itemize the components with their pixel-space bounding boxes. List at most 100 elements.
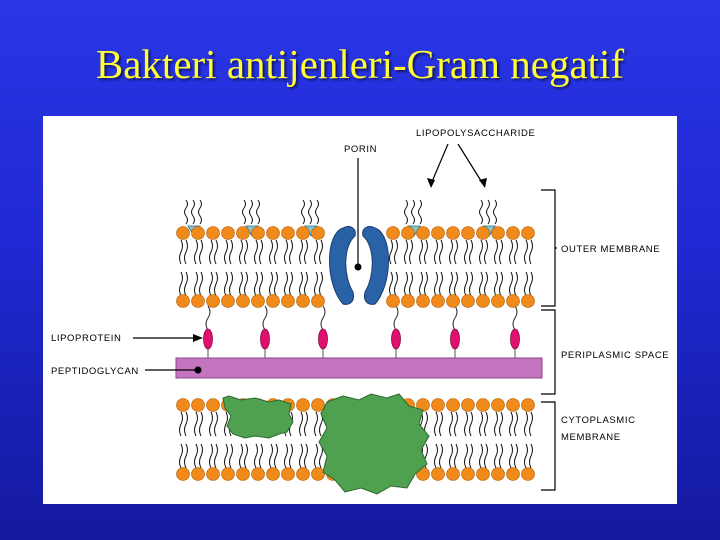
cytoplasmic-membrane-tail-lower — [314, 443, 323, 469]
outer-membrane-bracket — [541, 189, 556, 307]
cytoplasmic-membrane-tail-lower — [209, 443, 218, 469]
outer-membrane-head-upper — [191, 226, 205, 240]
outer-membrane-tail-lower — [494, 271, 503, 297]
outer-membrane-tail-upper — [299, 239, 308, 265]
cytoplasmic-membrane-head-upper — [431, 398, 445, 412]
outer-membrane-head-upper — [461, 226, 475, 240]
outer-membrane-head-upper — [476, 226, 490, 240]
outer-membrane-tail-lower — [419, 271, 428, 297]
outer-membrane-tail-lower — [254, 271, 263, 297]
outer-membrane-lipid-tails — [179, 239, 533, 297]
outer-membrane-tail-lower — [314, 271, 323, 297]
cytoplasmic-membrane-head-lower — [506, 467, 520, 481]
lps-arrowhead-right — [479, 178, 487, 188]
lps-o-antigen-chain — [184, 199, 188, 225]
cytoplasmic-membrane-head-lower — [311, 467, 325, 481]
cytoplasmic-membrane-head-lower — [296, 467, 310, 481]
outer-membrane-head-upper — [296, 226, 310, 240]
outer-membrane-head-lower — [221, 294, 235, 308]
cytoplasmic-membrane-head-upper — [506, 398, 520, 412]
outer-membrane-tail-lower — [464, 271, 473, 297]
outer-membrane-tail-upper — [464, 239, 473, 265]
label-peptidoglycan: PEPTIDOGLYCAN — [51, 366, 139, 377]
lps-o-antigen-chain — [256, 199, 260, 225]
cytoplasmic-membrane-head-lower — [476, 467, 490, 481]
outer-membrane-tail-upper — [494, 239, 503, 265]
outer-membrane-head-lower — [446, 294, 460, 308]
cytoplasmic-membrane-tail-lower — [509, 443, 518, 469]
outer-membrane-head-lower — [431, 294, 445, 308]
cytoplasmic-membrane-tail-lower — [434, 443, 443, 469]
cytoplasmic-membrane-tail-lower — [524, 443, 533, 469]
cytoplasmic-membrane-head-lower — [236, 467, 250, 481]
outer-membrane-head-upper — [176, 226, 190, 240]
label-periplasmic-space: PERIPLASMIC SPACE — [561, 350, 669, 361]
cytoplasmic-membrane-tail-lower — [299, 443, 308, 469]
periplasmic-space-bracket — [541, 309, 556, 395]
label-outer-membrane: OUTER MEMBRANE — [561, 244, 660, 255]
outer-membrane-tail-lower — [269, 271, 278, 297]
lps-o-antigen-chain — [486, 199, 490, 225]
lps-o-antigen-chain — [308, 199, 312, 225]
outer-membrane-head-upper — [521, 226, 535, 240]
outer-membrane-tail-upper — [479, 239, 488, 265]
outer-membrane-tail-upper — [449, 239, 458, 265]
outer-membrane-tail-lower — [194, 271, 203, 297]
cytoplasmic-membrane-head-upper — [191, 398, 205, 412]
outer-membrane-head-lower — [251, 294, 265, 308]
cytoplasmic-membrane-head-upper — [461, 398, 475, 412]
membrane-protein-small — [222, 395, 294, 439]
outer-membrane-tail-lower — [209, 271, 218, 297]
outer-membrane-tail-upper — [254, 239, 263, 265]
outer-membrane-head-lower — [191, 294, 205, 308]
cytoplasmic-membrane-tail-upper — [434, 411, 443, 437]
lps-o-antigen-chain — [249, 199, 253, 225]
lipoprotein-body — [450, 328, 460, 350]
outer-membrane-head-upper — [281, 226, 295, 240]
outer-membrane-tail-upper — [269, 239, 278, 265]
outer-membrane-head-lower — [401, 294, 415, 308]
lps-o-antigen-chain — [418, 199, 422, 225]
outer-membrane-tail-upper — [194, 239, 203, 265]
label-porin: PORIN — [344, 144, 377, 155]
lps-pointer-right — [457, 143, 484, 185]
cytoplasmic-membrane-tail-upper — [509, 411, 518, 437]
cytoplasmic-membrane-head-upper — [176, 398, 190, 412]
label-cytoplasmic-membrane-line2: MEMBRANE — [561, 432, 621, 443]
cytoplasmic-membrane-head-lower — [431, 467, 445, 481]
outer-membrane-head-upper — [311, 226, 325, 240]
outer-membrane-tail-lower — [404, 271, 413, 297]
outer-membrane-head-upper — [221, 226, 235, 240]
outer-membrane-head-lower — [491, 294, 505, 308]
outer-membrane-head-lower — [236, 294, 250, 308]
cytoplasmic-membrane-tail-upper — [464, 411, 473, 437]
outer-membrane-tail-upper — [239, 239, 248, 265]
lipoprotein-arrowhead — [193, 334, 203, 342]
lipoprotein-anchor — [512, 305, 518, 331]
outer-membrane-head-upper — [236, 226, 250, 240]
cytoplasmic-membrane-head-lower — [251, 467, 265, 481]
cytoplasmic-membrane-tail-lower — [194, 443, 203, 469]
outer-membrane-head-upper — [506, 226, 520, 240]
cytoplasmic-membrane-tail-upper — [299, 411, 308, 437]
cytoplasmic-membrane-tail-lower — [179, 443, 188, 469]
cytoplasmic-membrane-tail-upper — [524, 411, 533, 437]
outer-membrane-head-upper — [386, 226, 400, 240]
cytoplasmic-membrane-tail-lower — [284, 443, 293, 469]
outer-membrane-tail-lower — [509, 271, 518, 297]
cytoplasmic-membrane-tail-lower — [449, 443, 458, 469]
outer-membrane-tail-upper — [404, 239, 413, 265]
cytoplasmic-membrane-tail-upper — [479, 411, 488, 437]
cytoplasmic-membrane-head-lower — [521, 467, 535, 481]
outer-membrane-head-lower — [461, 294, 475, 308]
outer-membrane-tail-lower — [479, 271, 488, 297]
cytoplasmic-membrane-head-lower — [446, 467, 460, 481]
label-lipoprotein: LIPOPROTEIN — [51, 333, 121, 344]
outer-membrane-tail-upper — [389, 239, 398, 265]
lps-o-antigen-chain — [493, 199, 497, 225]
outer-membrane-tail-upper — [224, 239, 233, 265]
outer-membrane-head-lower — [311, 294, 325, 308]
outer-membrane-head-upper — [446, 226, 460, 240]
outer-membrane-tail-upper — [419, 239, 428, 265]
outer-membrane-head-upper — [491, 226, 505, 240]
